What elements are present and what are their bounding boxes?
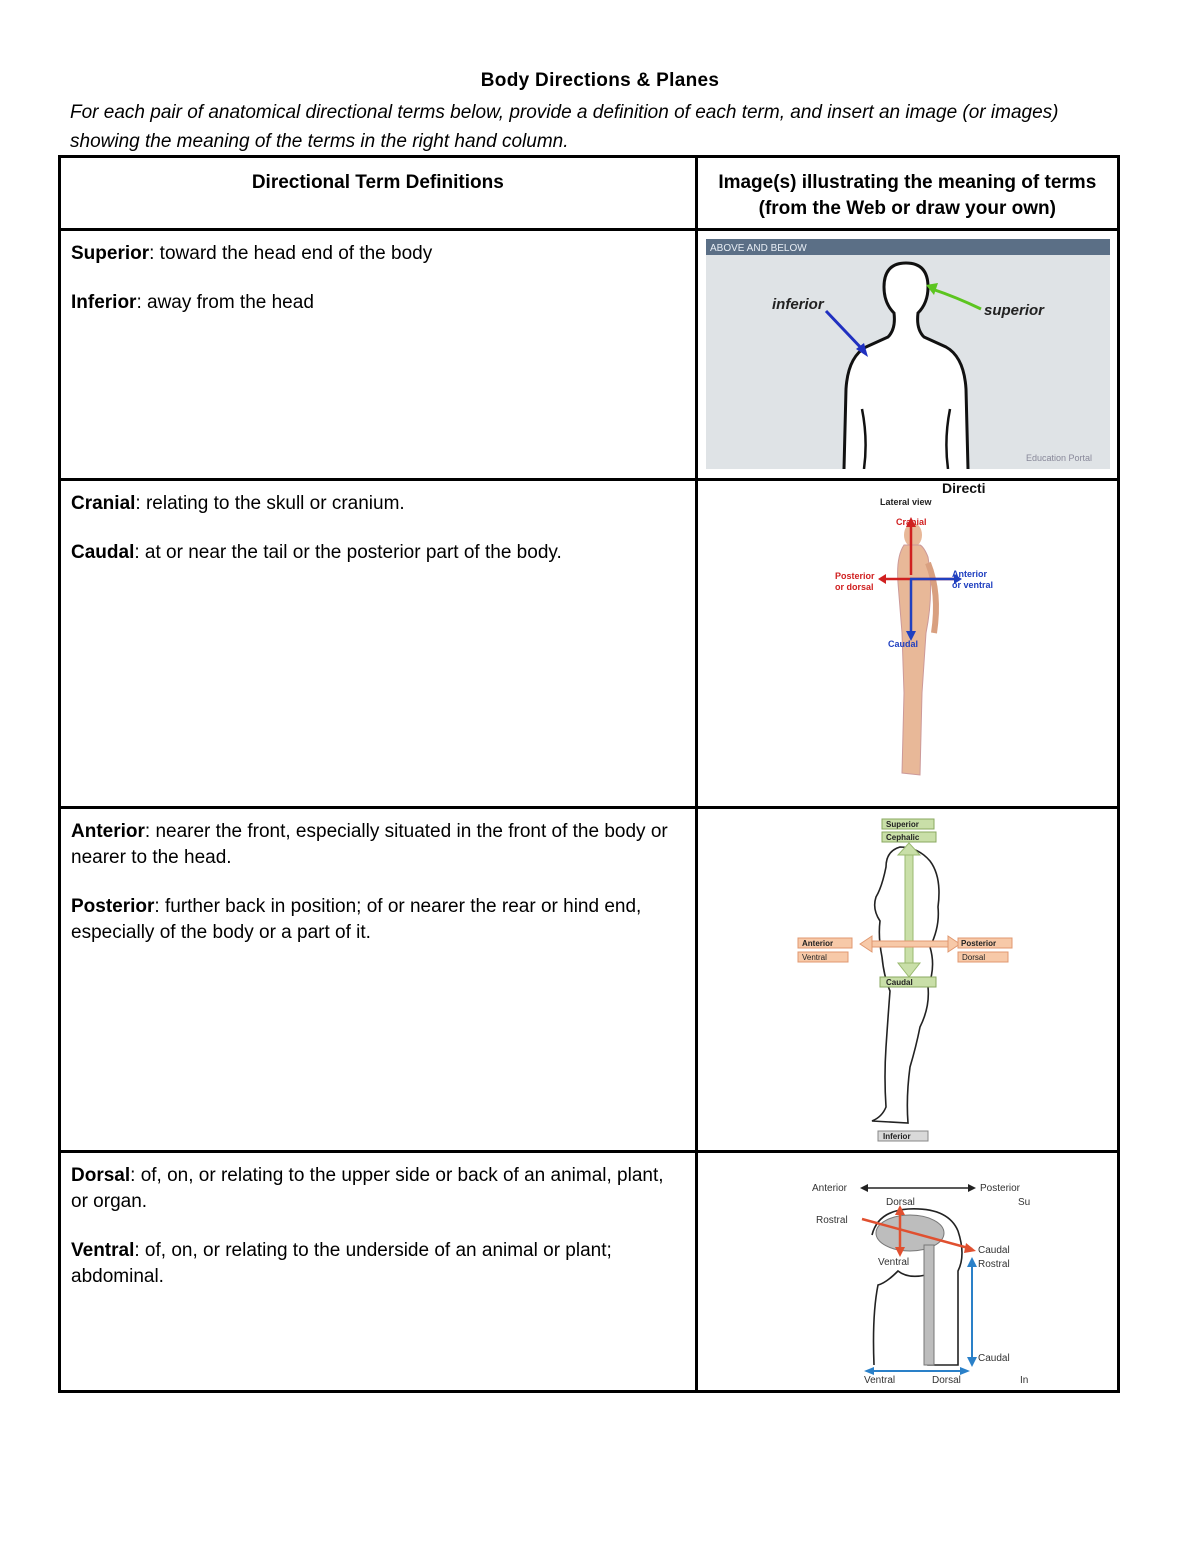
dorsal-label: or dorsal [835, 582, 874, 592]
image-cell: Directi Lateral view Cranial Posterior o… [694, 478, 1121, 809]
su-label: Su [1018, 1197, 1030, 1208]
cranial-label: Cranial [896, 517, 927, 527]
definition-cell: Cranial: relating to the skull or craniu… [58, 478, 698, 809]
term-label: Ventral [71, 1240, 135, 1261]
rostral-label-2: Rostral [978, 1259, 1010, 1270]
image-cell: Anterior Posterior Su Dorsal Rostral [694, 1150, 1121, 1393]
header-definitions: Directional Term Definitions [58, 155, 698, 231]
definition-cell: Superior: toward the head end of the bod… [58, 228, 698, 481]
cephalic-label: Cephalic [886, 833, 920, 842]
term-label: Posterior [71, 896, 155, 917]
table-row: Dorsal: of, on, or relating to the upper… [58, 1150, 1121, 1393]
table-row: Superior: toward the head end of the bod… [58, 228, 1121, 481]
superior-label: superior [984, 302, 1045, 319]
caudal-label: Caudal [886, 978, 913, 987]
table-header-row: Directional Term Definitions Image(s) il… [58, 155, 1121, 231]
ventral-label: or ventral [952, 580, 993, 590]
dorsal-ventral-illustration: Anterior Posterior Su Dorsal Rostral [812, 1183, 1030, 1385]
bottom-ventral-label: Ventral [864, 1375, 895, 1385]
dorsal-label: Dorsal [962, 953, 985, 962]
term-definition: : at or near the tail or the posterior p… [134, 542, 562, 563]
caudal-label: Caudal [888, 639, 918, 649]
table-row: Cranial: relating to the skull or craniu… [58, 478, 1121, 809]
definition-cell: Dorsal: of, on, or relating to the upper… [58, 1150, 698, 1393]
page-title: Body Directions & Planes [480, 70, 720, 91]
inferior-label: Inferior [883, 1132, 911, 1141]
partial-heading: Directi [942, 483, 986, 496]
term-definition: : further back in position; of or nearer… [71, 896, 642, 943]
watermark: Education Portal [1026, 453, 1092, 463]
term-definition: : toward the head end of the body [149, 243, 433, 264]
term-definition: : of, on, or relating to the underside o… [71, 1240, 612, 1287]
term-label: Caudal [71, 542, 135, 563]
inferior-label: inferior [772, 296, 825, 313]
posterior-label: Posterior [961, 939, 996, 948]
term-label: Dorsal [71, 1165, 131, 1186]
definition-entry: Dorsal: of, on, or relating to the upper… [71, 1163, 685, 1215]
ventral-label: Ventral [802, 953, 827, 962]
definition-entry: Cranial: relating to the skull or craniu… [71, 491, 685, 517]
image-cell: Superior Cephalic Anterior Ventral Poste… [694, 806, 1121, 1153]
view-label: Lateral view [880, 497, 933, 507]
bottom-dorsal-label: Dorsal [932, 1375, 961, 1385]
definition-entry: Posterior: further back in position; of … [71, 894, 685, 946]
directional-terms-table: Directional Term Definitions Image(s) il… [58, 155, 1121, 1393]
definition-entry: Anterior: nearer the front, especially s… [71, 819, 685, 871]
term-definition: : relating to the skull or cranium. [135, 493, 405, 514]
anterior-posterior-illustration: Superior Cephalic Anterior Ventral Poste… [797, 818, 1013, 1142]
anterior-label: Anterior [802, 939, 833, 948]
term-label: Anterior [71, 821, 145, 842]
posterior-label: Posterior [835, 571, 875, 581]
rostral-label: Rostral [816, 1215, 848, 1226]
table-row: Anterior: nearer the front, especially s… [58, 806, 1121, 1153]
above-below-illustration: ABOVE AND BELOW inferior superior Educat… [705, 239, 1110, 469]
instructions: For each pair of anatomical directional … [70, 102, 1059, 152]
banner-label: ABOVE AND BELOW [710, 243, 807, 254]
term-label: Cranial [71, 493, 136, 514]
definition-entry: Inferior: away from the head [71, 290, 685, 316]
definition-entry: Ventral: of, on, or relating to the unde… [71, 1238, 685, 1290]
caudal-label: Caudal [978, 1245, 1010, 1256]
anterior-label: Anterior [812, 1183, 848, 1194]
image-cell: ABOVE AND BELOW inferior superior Educat… [694, 228, 1121, 481]
term-definition: : of, on, or relating to the upper side … [71, 1165, 664, 1212]
term-label: Inferior [71, 292, 137, 313]
caudal-label-2: Caudal [978, 1353, 1010, 1364]
definition-entry: Caudal: at or near the tail or the poste… [71, 540, 685, 566]
dorsal-label: Dorsal [886, 1197, 915, 1208]
term-definition: : away from the head [136, 292, 314, 313]
posterior-label: Posterior [980, 1183, 1021, 1194]
anterior-label: Anterior [952, 569, 988, 579]
ventral-label: Ventral [878, 1257, 909, 1268]
term-definition: : nearer the front, especially situated … [71, 821, 668, 868]
definition-entry: Superior: toward the head end of the bod… [71, 241, 685, 267]
term-label: Superior [71, 243, 150, 264]
header-images: Image(s) illustrating the meaning of ter… [694, 155, 1121, 231]
cranial-caudal-illustration: Directi Lateral view Cranial Posterior o… [835, 483, 993, 776]
in-label: In [1020, 1375, 1028, 1385]
definition-cell: Anterior: nearer the front, especially s… [58, 806, 698, 1153]
superior-label: Superior [886, 820, 919, 829]
